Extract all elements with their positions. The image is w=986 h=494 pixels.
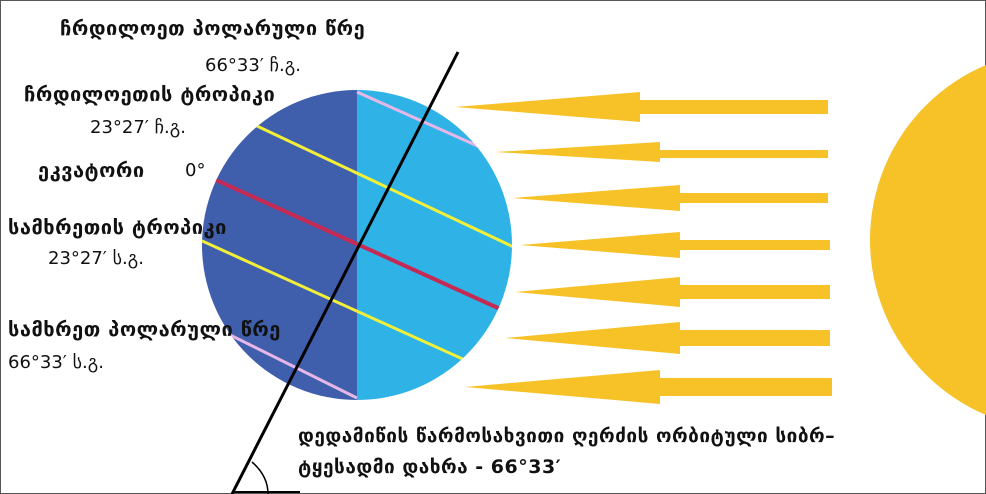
equator-value: 0°	[185, 160, 206, 181]
antarctic-circle-value: 66°33′ ს.გ.	[8, 352, 104, 373]
tropic-of-cancer-label: ჩრდილოეთის ტროპიკი	[24, 82, 276, 106]
earth	[202, 90, 512, 400]
caption-line-2: ტყესადმი დახრა - 66°33′	[298, 456, 562, 478]
tropic-of-cancer-value: 23°27′ ჩ.გ.	[90, 117, 186, 138]
tropic-of-capricorn-label: სამხრეთის ტროპიკი	[8, 215, 227, 239]
equator-line	[204, 173, 512, 320]
earth-axis	[230, 51, 460, 494]
arctic-circle-value: 66°33′ ჩ.გ.	[205, 55, 301, 76]
sun	[870, 65, 986, 415]
sun-ray	[520, 232, 830, 258]
sun-ray	[515, 277, 830, 307]
tropic-of-cancer-line	[239, 116, 512, 252]
tropic-of-capricorn-value: 23°27′ ს.გ.	[48, 248, 144, 269]
sun-ray	[505, 322, 830, 354]
sun-ray	[512, 185, 828, 211]
sun-ray	[455, 92, 828, 122]
antarctic-circle-label: სამხრეთ პოლარული წრე	[8, 317, 281, 341]
angle-arc	[251, 461, 269, 494]
equator-label: ეკვატორი	[38, 158, 145, 182]
sun-rays	[455, 92, 832, 404]
arctic-circle-label: ჩრდილოეთ პოლარული წრე	[60, 16, 366, 40]
earth-night-side	[202, 90, 357, 400]
sun-ray	[495, 142, 828, 162]
caption-line-1: დედამიწის წარმოსახვითი ღერძის ორბიტული ს…	[298, 425, 836, 447]
sun-ray	[465, 370, 832, 404]
